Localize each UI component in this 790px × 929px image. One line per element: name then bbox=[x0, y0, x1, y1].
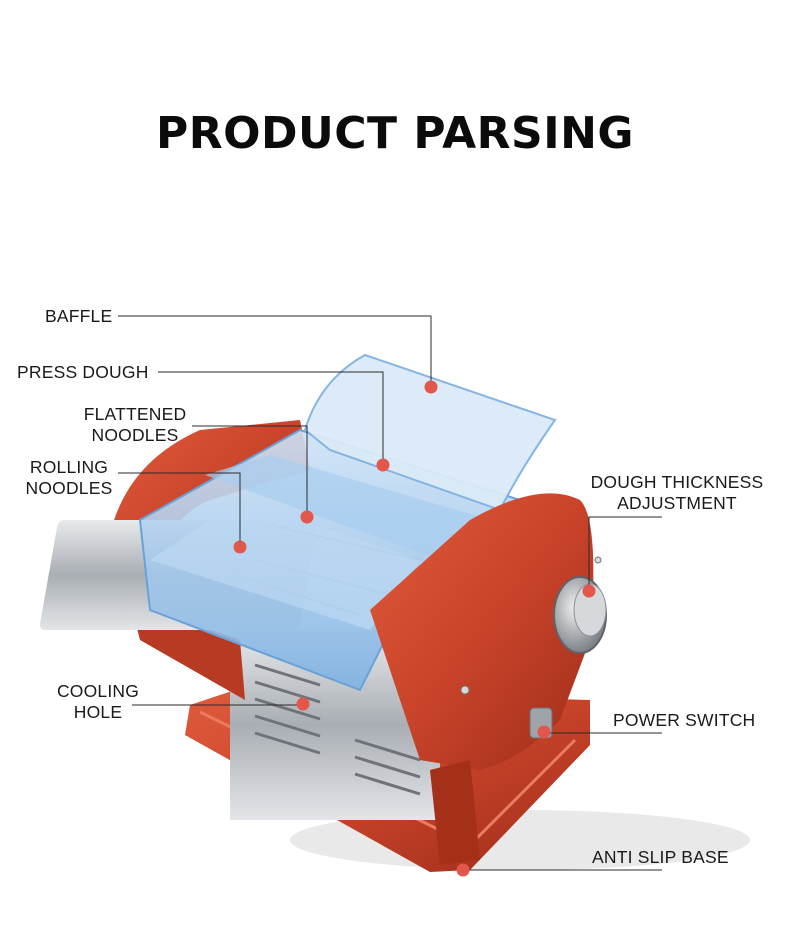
label-cooling-hole: COOLING HOLE bbox=[56, 681, 140, 722]
leader-press-dough bbox=[158, 371, 384, 464]
cooling-vents bbox=[254, 663, 421, 796]
leader-dough-thickness bbox=[588, 516, 662, 589]
right-side-panel bbox=[370, 493, 594, 770]
leader-rolling-noodles bbox=[118, 472, 241, 546]
label-press-dough: PRESS DOUGH bbox=[17, 362, 149, 382]
page-title: PRODUCT PARSING bbox=[155, 108, 635, 159]
label-rolling-noodles: ROLLING NOODLES bbox=[25, 457, 113, 498]
baffle bbox=[303, 353, 557, 512]
leader-baffle bbox=[118, 315, 432, 386]
callout-dot-cooling-hole bbox=[296, 697, 310, 711]
label-dough-thickness-adjustment: DOUGH THICKNESS ADJUSTMENT bbox=[590, 472, 764, 513]
label-power-switch: POWER SWITCH bbox=[613, 710, 756, 730]
callout-dot-baffle bbox=[424, 380, 438, 394]
callout-dot-flattened-noodles bbox=[300, 510, 314, 524]
callout-dot-anti-slip-base bbox=[456, 863, 470, 877]
label-anti-slip-base: ANTI SLIP BASE bbox=[592, 847, 729, 867]
leader-flattened-noodles bbox=[192, 425, 308, 516]
callout-dot-rolling-noodles bbox=[233, 540, 247, 554]
callout-dot-press-dough bbox=[376, 458, 390, 472]
callout-dot-dough-thickness bbox=[582, 584, 596, 598]
label-flattened-noodles: FLATTENED NOODLES bbox=[83, 404, 187, 445]
callout-dot-power-switch bbox=[537, 725, 551, 739]
label-baffle: BAFFLE bbox=[45, 306, 113, 326]
